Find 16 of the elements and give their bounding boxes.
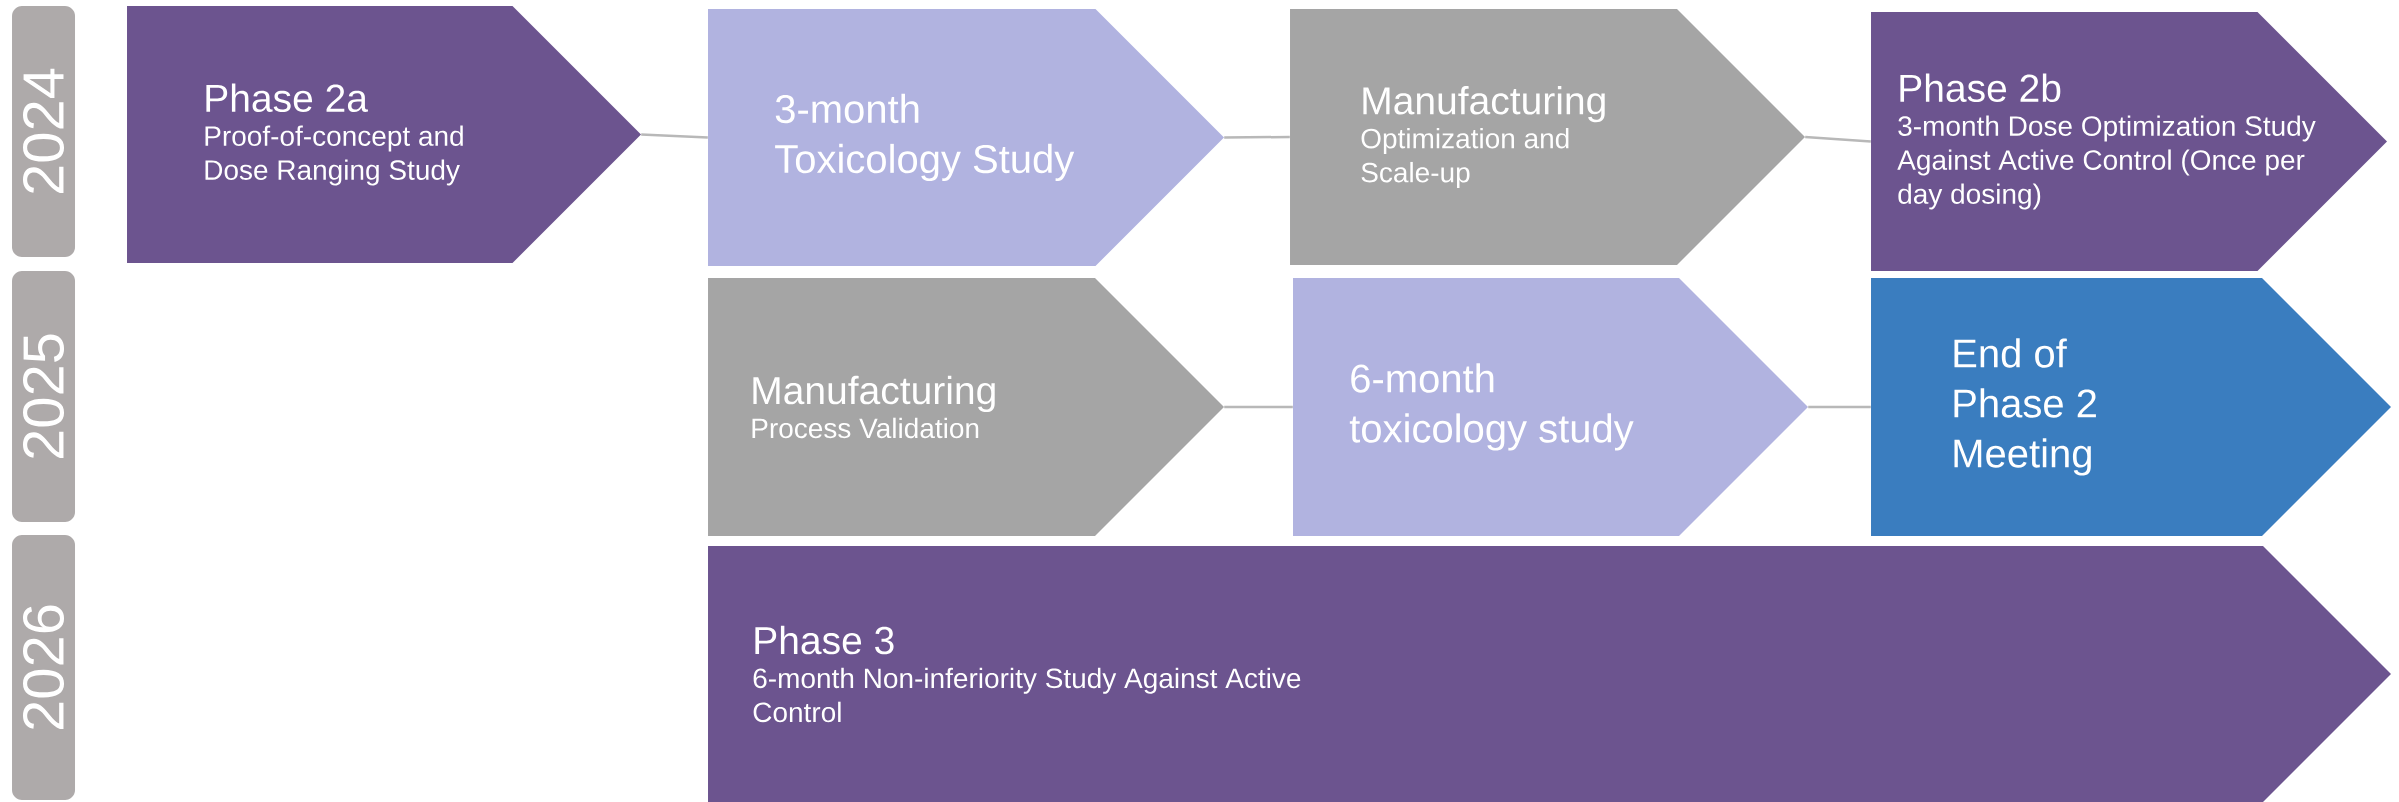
chevron-box: 3-month Toxicology Study [708, 9, 1224, 266]
chevron-box: End of Phase 2 Meeting [1871, 278, 2391, 536]
year-tab: 2025 [12, 271, 75, 522]
connector-line [1808, 405, 1871, 409]
year-tab: 2026 [12, 535, 75, 800]
connector-line [1224, 135, 1290, 139]
connector-line [1805, 135, 1871, 143]
connector-line [1224, 405, 1293, 409]
chevron-box: Manufacturing Process Validation [708, 278, 1224, 536]
chevron-box: 6-month toxicology study [1293, 278, 1808, 536]
connector-line [641, 133, 708, 139]
chevron-box: Phase 2b 3-month Dose Optimization Study Against Active Control (Once per day dosing) [1871, 12, 2387, 271]
year-tab: 2024 [12, 6, 75, 257]
chevron-box: Phase 2a Proof-of-concept and Dose Ranging Study [127, 6, 641, 263]
chevron-box: Phase 3 6-month Non-inferiority Study Against Active Control [708, 546, 2391, 802]
chevron-box: Manufacturing Optimization and Scale-up [1290, 9, 1805, 265]
